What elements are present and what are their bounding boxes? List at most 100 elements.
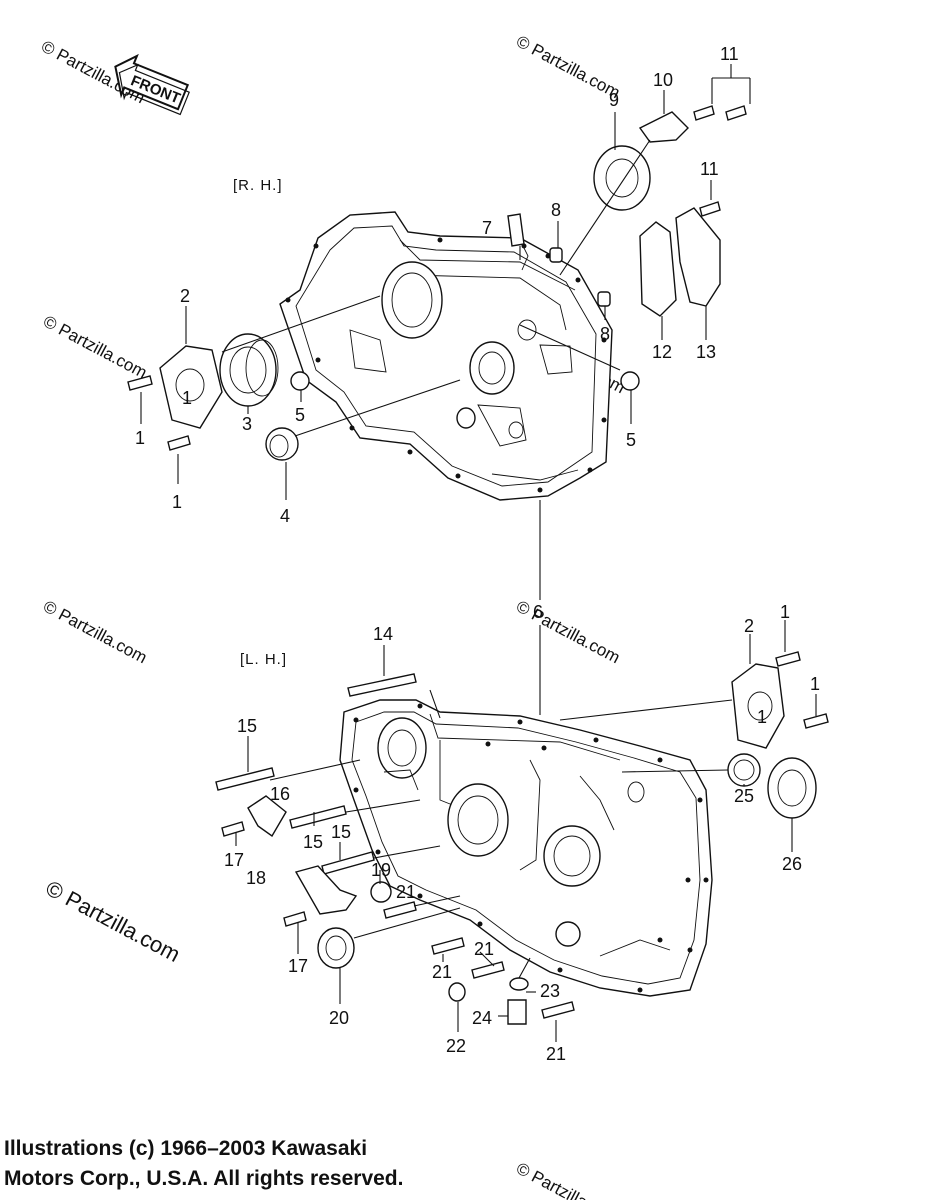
part-11-screw (693, 105, 715, 121)
part-19-collar (370, 881, 392, 903)
part-22-nut (448, 982, 466, 1002)
part-8-plug (549, 247, 563, 263)
callout-18: 18 (246, 868, 266, 888)
callout-1: 1 (172, 492, 182, 512)
callout-4: 4 (280, 506, 290, 526)
callout-2: 2 (744, 616, 754, 636)
part-11-screw (725, 105, 747, 121)
copyright-line-1: Illustrations (c) 1966–2003 Kawasaki (4, 1137, 368, 1160)
part-12-plate (639, 221, 677, 317)
watermark: © Partzilla.com (513, 597, 623, 668)
part-14-bolt (347, 673, 417, 697)
part-17-screw (283, 911, 307, 927)
callout-15: 15 (303, 832, 323, 852)
part-9-ball-bearing (593, 145, 651, 211)
watermark: © Partzilla.com (513, 32, 623, 103)
callout-23: 23 (540, 981, 560, 1001)
part-1-screw (803, 713, 829, 729)
part-15-bolt (289, 805, 347, 829)
part-2-bearing-retainer (159, 345, 223, 429)
callout-5: 5 (626, 430, 636, 450)
section-label-lh: [L. H.] (240, 651, 287, 668)
callout-15: 15 (237, 716, 257, 736)
callout-21: 21 (474, 939, 494, 959)
rh-leader-lines (140, 64, 751, 715)
callout-1: 1 (810, 674, 820, 694)
callout-1: 1 (757, 707, 767, 727)
watermark: © Partzilla.com (40, 597, 150, 668)
part-1-screw (775, 651, 801, 667)
callout-21: 21 (396, 882, 416, 902)
callout-3: 3 (242, 414, 252, 434)
crankcase-right-half (279, 211, 613, 501)
part-21-bolt (541, 1001, 575, 1019)
crankcase-left-half (339, 699, 713, 997)
callout-5: 5 (295, 405, 305, 425)
lh-leader-lines (235, 620, 817, 1042)
callout-22: 22 (446, 1036, 466, 1056)
callout-8: 8 (551, 200, 561, 220)
part-15-bolt (321, 851, 375, 875)
callout-6: 6 (533, 602, 543, 622)
part-20-oil-seal (317, 927, 355, 969)
part-25-needle-bearing (727, 753, 761, 787)
callout-1: 1 (780, 602, 790, 622)
part-2-bearing-retainer (731, 663, 785, 749)
part-3-ball-bearing (219, 333, 277, 407)
lh-parts (215, 651, 829, 1025)
callout-9: 9 (609, 90, 619, 110)
part-21-bolt (431, 937, 465, 955)
callout-26: 26 (782, 854, 802, 874)
part-24-drain-plug (507, 999, 527, 1025)
part-5-dowel-pin (290, 371, 310, 391)
callout-11: 11 (720, 44, 739, 64)
part-17-screw (221, 821, 245, 837)
part-26-ball-bearing (767, 757, 817, 819)
callout-17: 17 (224, 850, 244, 870)
copyright-line-2: Motors Corp., U.S.A. All rights reserved… (4, 1167, 404, 1190)
part-1-screw (167, 435, 191, 451)
callout-8: 8 (600, 324, 610, 344)
part-1-screw (127, 375, 153, 391)
callout-2: 2 (180, 286, 190, 306)
part-16-bracket (247, 795, 287, 838)
callout-25: 25 (734, 786, 754, 806)
callout-17: 17 (288, 956, 308, 976)
front-arrow: FRONT (114, 53, 190, 116)
callout-1: 1 (182, 388, 192, 408)
callout-24: 24 (472, 1008, 492, 1028)
callout-1: 1 (135, 428, 145, 448)
watermark: © Partzilla.com (40, 312, 150, 383)
part-10-bearing-retainer (638, 111, 689, 143)
part-13-cover (675, 207, 721, 307)
callout-21: 21 (546, 1044, 566, 1064)
rh-parts (127, 105, 747, 461)
part-8-plug (597, 291, 611, 307)
copyright-notice: Illustrations (c) 1966–2003 Kawasaki Mot… (4, 1134, 403, 1194)
callout-7: 7 (482, 218, 492, 238)
part-4-oil-seal (265, 427, 299, 461)
watermark-logo: © Partzilla.com (42, 875, 185, 967)
callout-numbers: 1 1 1 2 3 4 5 5 6 7 8 8 9 10 11 11 12 13… (135, 44, 820, 1064)
callout-19: 19 (371, 860, 391, 880)
callout-14: 14 (373, 624, 393, 644)
section-label-rh: [R. H.] (233, 177, 283, 194)
callout-21: 21 (432, 962, 452, 982)
watermark: © Partzilla.com (513, 1159, 623, 1200)
callout-16: 16 (270, 784, 290, 804)
callout-20: 20 (329, 1008, 349, 1028)
part-11-screw (699, 201, 721, 217)
callout-10: 10 (653, 70, 673, 90)
part-7-breather-fitting (507, 213, 525, 247)
callout-15: 15 (331, 822, 351, 842)
part-21-bolt (471, 961, 505, 979)
part-23-gasket (509, 977, 529, 991)
callout-11: 11 (700, 159, 719, 179)
part-15-bolt (215, 767, 275, 791)
part-5-dowel-pin (620, 371, 640, 391)
callout-12: 12 (652, 342, 672, 362)
part-18-guide-plate (294, 865, 358, 915)
part-21-bolt (383, 901, 417, 919)
